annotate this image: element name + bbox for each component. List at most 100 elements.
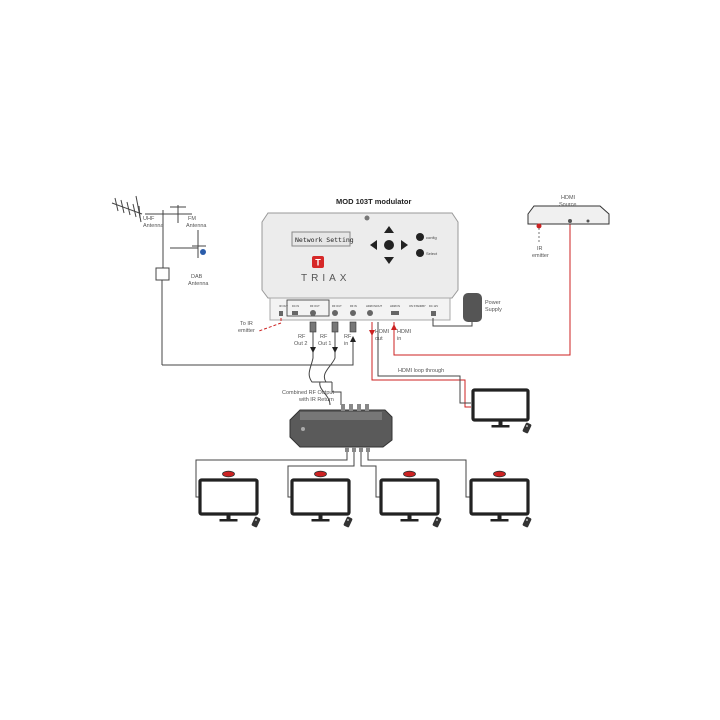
tv-screen	[379, 478, 440, 516]
port-label: DC IN	[292, 304, 299, 308]
coax-connector-icons	[309, 321, 357, 333]
config-button-label: config	[426, 235, 437, 240]
tv-base	[491, 425, 510, 428]
tv-base	[311, 519, 330, 522]
tv-base	[490, 519, 509, 522]
tv-stand	[318, 515, 323, 520]
tv-distribution-cables	[195, 452, 471, 498]
rf-out-1-port[interactable]	[332, 310, 338, 316]
rear-ports	[279, 310, 436, 316]
hdmi-in-port[interactable]	[391, 311, 399, 315]
antenna-mast-icon	[111, 195, 206, 365]
tv-stand	[226, 515, 231, 520]
tv-stand	[498, 421, 503, 426]
remote-button	[526, 425, 528, 427]
modulator-rear-panel	[269, 297, 451, 321]
ir-emitter-icon	[536, 223, 542, 229]
port-label: HDMI IN	[390, 304, 400, 308]
port-label: ON STANDBY	[409, 304, 426, 308]
remote-button	[526, 519, 528, 521]
tv-monitor-icon	[290, 470, 353, 528]
ir-out-port[interactable]	[279, 311, 283, 316]
tv-stand	[497, 515, 502, 520]
remote-button	[436, 519, 438, 521]
ir-receiver-icon	[403, 470, 416, 478]
rear-port-labels: IR OUT DC IN RF OUT RF OUT RF IN HDMI IN/OUT H…	[279, 304, 438, 308]
modulator-title: MOD 103T modulator	[336, 197, 412, 206]
down-arrow-button[interactable]	[384, 257, 394, 264]
config-button[interactable]	[416, 233, 424, 241]
select-button[interactable]	[416, 249, 424, 257]
remote-button	[255, 519, 257, 521]
tv-monitor-icon	[469, 470, 532, 528]
port-label: RF OUT	[332, 304, 342, 308]
cable-arrows	[310, 336, 356, 353]
right-arrow-button[interactable]	[401, 240, 408, 250]
tv-stand	[407, 515, 412, 520]
hdmi-source-box-icon	[527, 205, 610, 225]
power-supply-icon	[463, 293, 482, 322]
lcd-display-text: Network Setting	[295, 236, 354, 244]
remote-control-icon	[432, 516, 442, 528]
power-supply-cable	[432, 318, 473, 327]
ir-receiver-icon	[314, 470, 327, 478]
port-label: HDMI IN/OUT	[366, 304, 383, 308]
rf-in-port[interactable]	[350, 310, 356, 316]
ok-button[interactable]	[384, 240, 394, 250]
hdmi-loop-label: HDMI loop through	[398, 368, 444, 374]
port-label: RF IN	[350, 304, 357, 308]
port-label: IR OUT	[279, 304, 288, 308]
dc-12v-port[interactable]	[431, 311, 436, 316]
tv-base	[219, 519, 238, 522]
left-arrow-button[interactable]	[370, 240, 377, 250]
navigation-pad[interactable]	[370, 226, 408, 264]
lcd-display	[291, 231, 351, 247]
remote-control-icon	[251, 516, 261, 528]
distribution-amplifier-icon	[289, 404, 393, 452]
remote-control-icon	[522, 422, 532, 434]
hdmi-loop-cable	[377, 322, 471, 404]
hdmi-in-out-port[interactable]	[367, 310, 373, 316]
port-label: RF OUT	[310, 304, 320, 308]
tv-group	[198, 388, 532, 528]
ir-receiver-icon	[222, 470, 235, 478]
tv-monitor-icon	[471, 388, 532, 434]
up-arrow-button[interactable]	[384, 226, 394, 233]
coax-cables	[162, 332, 354, 406]
brand-name: TRIAX	[301, 273, 350, 284]
remote-button	[347, 519, 349, 521]
modulator-unit: MOD 103T modulator Network Setting T TRI…	[261, 197, 459, 321]
dc-in-port[interactable]	[292, 311, 298, 315]
select-button-label: Select	[426, 251, 438, 256]
triax-logo-letter: T	[315, 258, 321, 268]
tv-monitor-icon	[198, 470, 261, 528]
ir-emitter-cable	[258, 318, 282, 332]
tv-screen	[198, 478, 259, 516]
hdmi-arrows	[369, 324, 397, 336]
tv-screen	[290, 478, 351, 516]
tv-screen	[471, 388, 530, 422]
triax-logo-icon	[312, 256, 324, 268]
tv-base	[400, 519, 419, 522]
dab-connector-icon	[200, 249, 206, 255]
ir-receiver-icon	[493, 470, 506, 478]
remote-control-icon	[343, 516, 353, 528]
rf-out-2-port[interactable]	[310, 310, 316, 316]
port-label: DC 12V	[429, 304, 438, 308]
remote-control-icon	[522, 516, 532, 528]
tv-monitor-icon	[379, 470, 442, 528]
